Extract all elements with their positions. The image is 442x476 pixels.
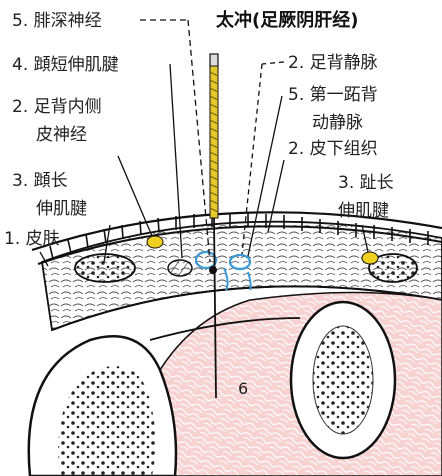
label-dorsal-metatarsal-vessels-line2: 动静脉	[312, 113, 363, 133]
label-extensor-hallucis-longus-line2: 伸肌腱	[36, 199, 87, 219]
deep-fascia-line	[51, 285, 442, 331]
label-deep-peroneal-nerve: 5. 腓深神经	[12, 11, 102, 31]
extensor-hallucis-brevis-tendon	[167, 259, 193, 277]
label-skin: 1. 皮肤	[4, 229, 60, 249]
label-extensor-hallucis-brevis: 4. 蹞短伸肌腱	[12, 55, 119, 75]
label-extensor-hallucis-longus-line1: 3. 蹞长	[12, 171, 68, 191]
skin-inner-line	[37, 225, 442, 265]
vessel-branch	[223, 267, 252, 291]
label-medial-cutaneous-nerve-line1: 2. 足背内侧	[12, 97, 102, 117]
dorsal-vein	[228, 253, 252, 271]
medial-dorsal-cutaneous-nerve-dot	[146, 235, 164, 249]
acupoint-title: 太冲(足厥阴肝经)	[216, 9, 358, 31]
label-subcutaneous-tissue: 2. 皮下组织	[288, 139, 378, 159]
first-dorsal-metatarsal-vessel	[194, 250, 218, 270]
extensor-digitorum-longus-tendon	[368, 253, 418, 283]
interosseous-line	[149, 317, 301, 341]
needle-tip	[213, 217, 217, 399]
second-metatarsal-marrow	[312, 325, 374, 435]
label-bone-number: 6	[238, 379, 248, 398]
skin-tick-marks	[49, 213, 429, 260]
label-dorsal-vein: 2. 足背静脉	[288, 53, 378, 73]
label-extensor-digitorum-longus-line1: 3. 趾长	[338, 173, 394, 193]
lateral-nerve-dot	[361, 251, 379, 265]
deep-peroneal-nerve-dot	[209, 266, 217, 274]
label-dorsal-metatarsal-vessels-line1: 5. 第一跖背	[288, 85, 378, 105]
leader-lines	[39, 19, 369, 267]
label-extensor-digitorum-longus-line2: 伸肌腱	[338, 201, 389, 221]
first-metatarsal-marrow	[58, 366, 156, 476]
skin-outer-line	[31, 211, 442, 252]
needle-coil-lines	[209, 71, 219, 213]
label-medial-cutaneous-nerve-line2: 皮神经	[36, 125, 87, 145]
